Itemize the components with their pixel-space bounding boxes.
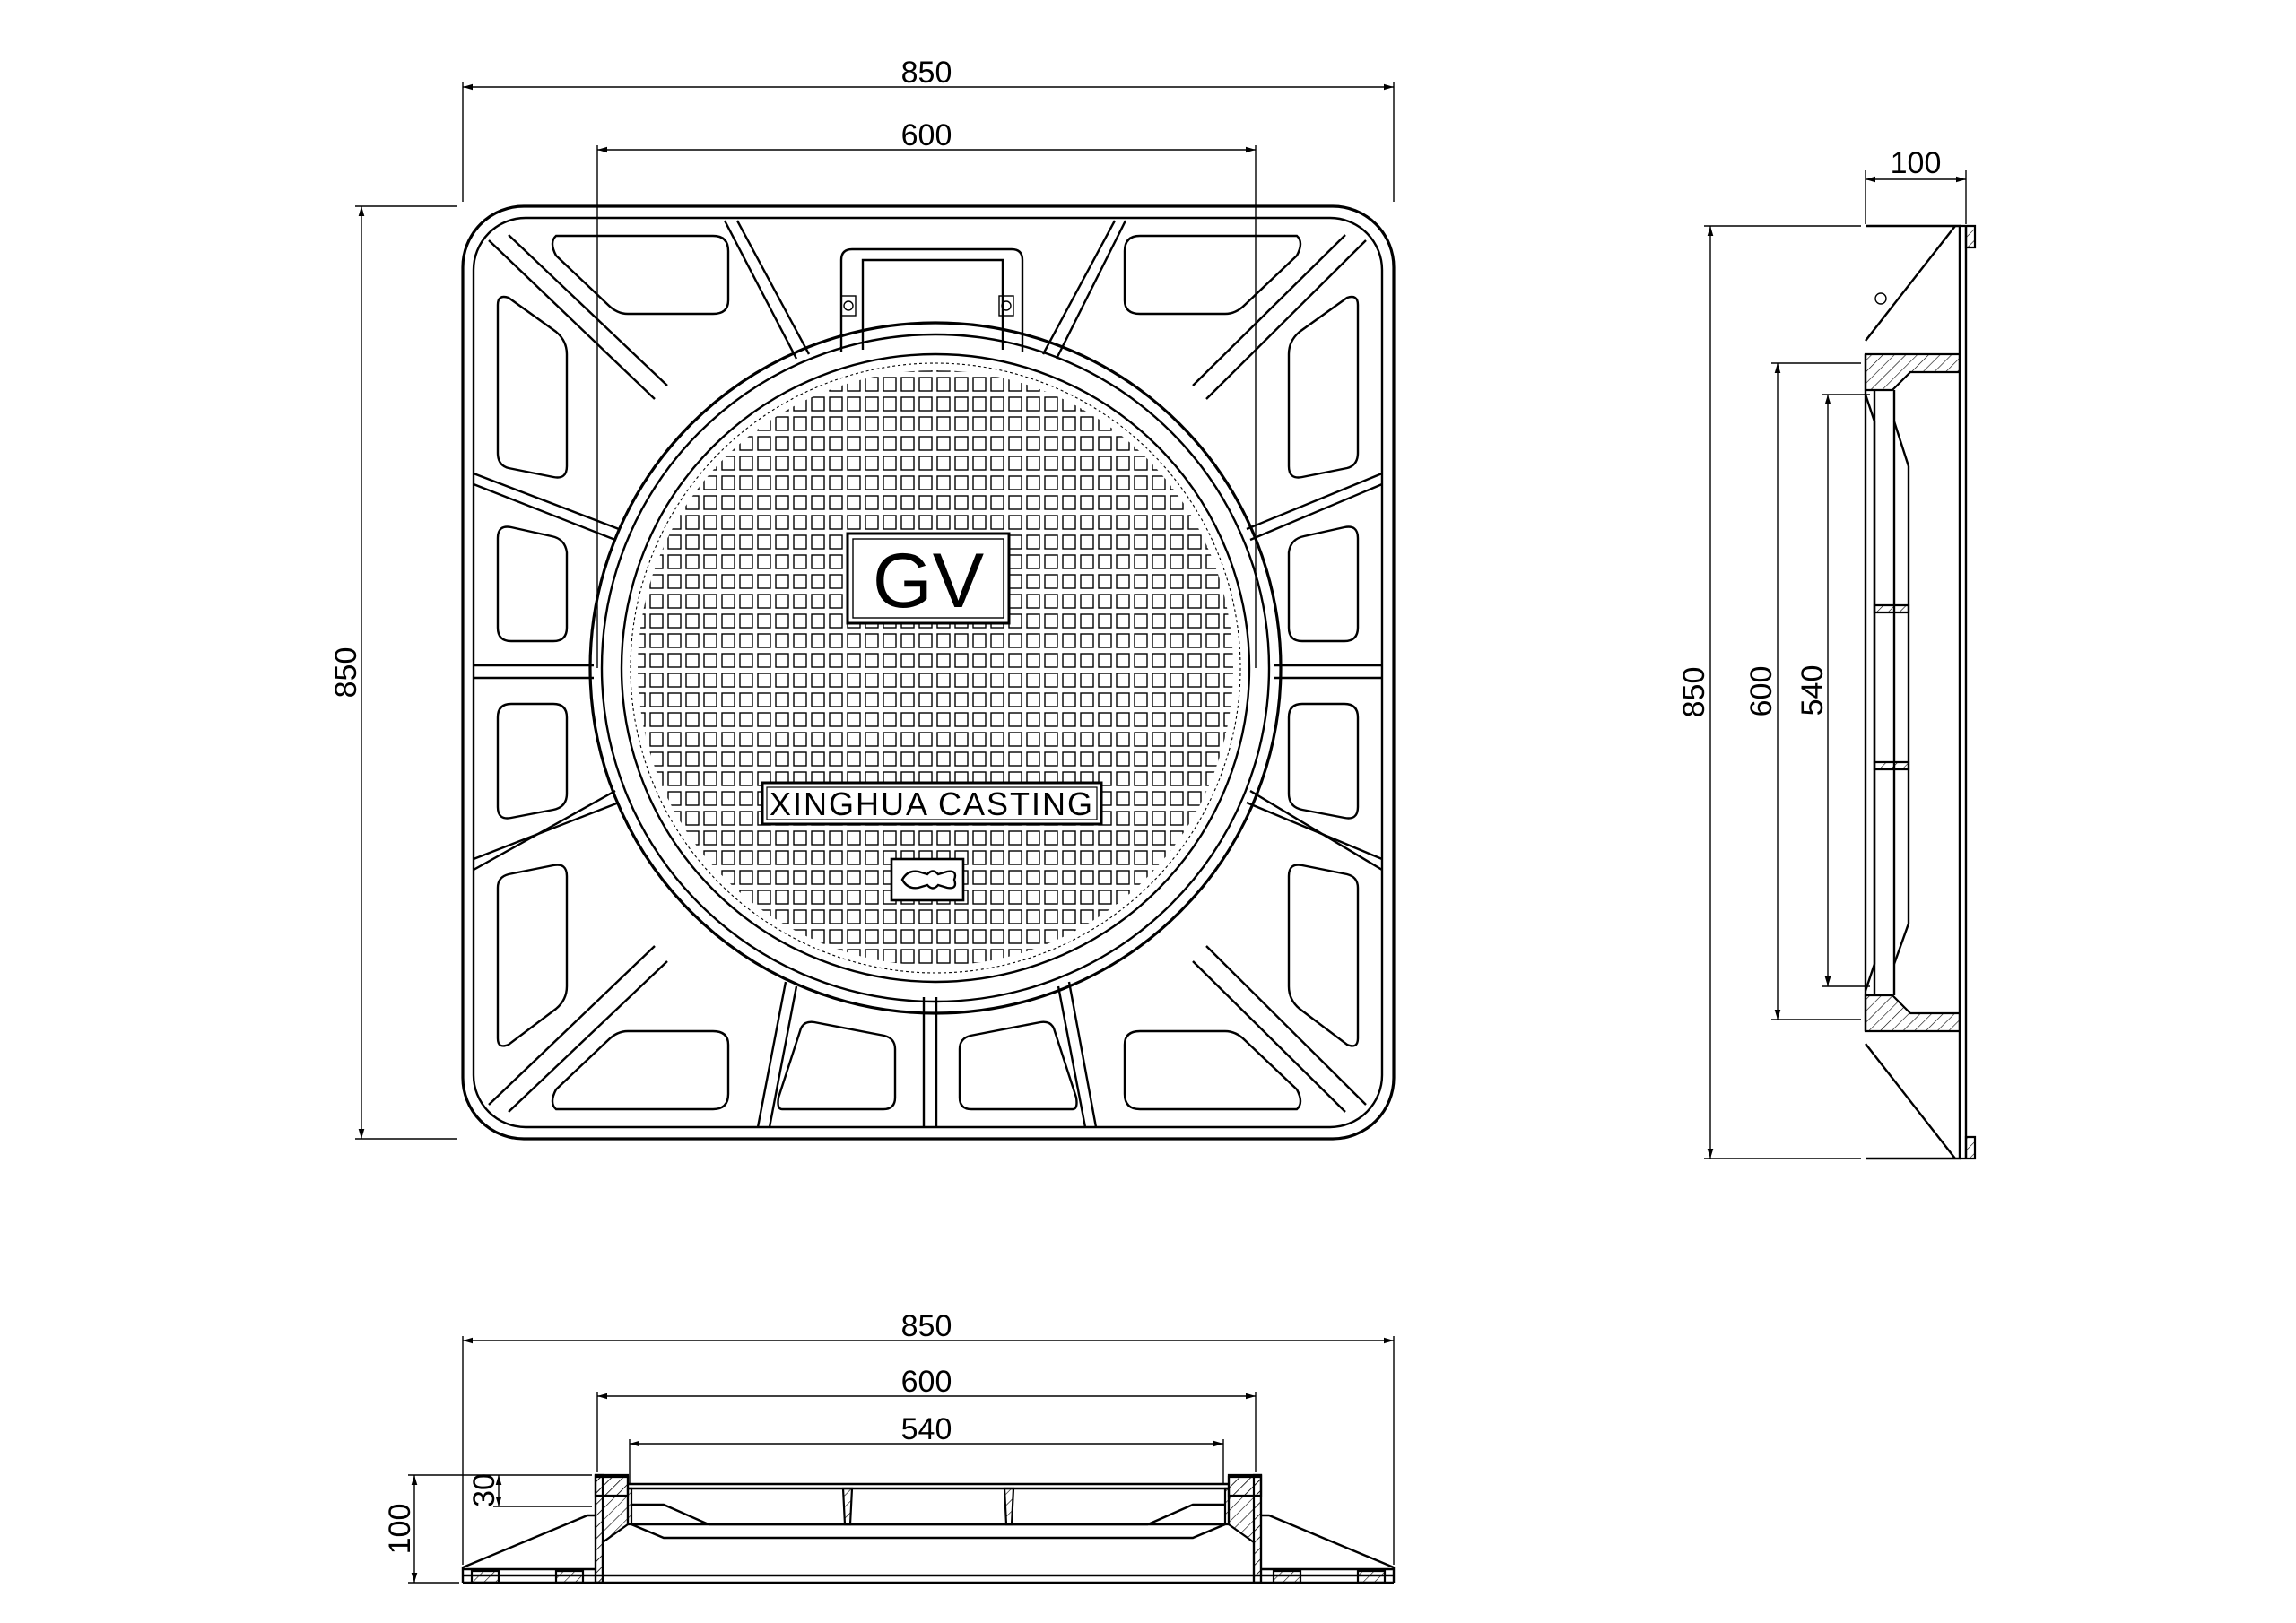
frame-ribs <box>473 220 1383 1128</box>
cover-rim <box>620 352 1251 984</box>
plan-dim-top-inner: 600 <box>596 118 1257 668</box>
side-dim-clear-opening: 540 <box>1796 394 1870 987</box>
cover-logo-box: GV <box>846 532 1011 625</box>
keyhole-icon <box>890 857 965 902</box>
svg-text:850: 850 <box>901 1309 952 1343</box>
svg-text:540: 540 <box>1796 665 1830 716</box>
svg-text:850: 850 <box>1677 667 1711 718</box>
section-dim-outer: 850 <box>462 1309 1395 1565</box>
side-view: 100 850 600 540 <box>1677 146 1977 1160</box>
svg-text:600: 600 <box>901 1365 952 1399</box>
svg-text:600: 600 <box>901 118 952 152</box>
svg-text:30: 30 <box>467 1473 501 1507</box>
frame-inner-outline <box>472 216 1384 1129</box>
side-dim-depth: 100 <box>1865 146 1967 224</box>
plan-view: GV XINGHUA CASTING 850 600 850 <box>329 56 1396 1141</box>
side-dim-frame-opening: 600 <box>1744 362 1861 1020</box>
plan-dim-left: 850 <box>329 205 457 1140</box>
bolt-icon <box>1874 292 1887 305</box>
section-dim-total-height: 100 <box>383 1474 592 1584</box>
plan-dim-top-outer: 850 <box>462 56 1395 202</box>
frame-outline <box>461 204 1396 1141</box>
cover-seat-ring <box>600 333 1271 1003</box>
cover-logo-text: GV <box>873 538 984 624</box>
section-dim-frame: 600 <box>596 1365 1257 1472</box>
cover-maker-plate: XINGHUA CASTING <box>761 781 1103 826</box>
cover-outer-ring <box>588 321 1283 1015</box>
svg-text:100: 100 <box>383 1504 417 1555</box>
svg-text:600: 600 <box>1744 666 1779 717</box>
cover-maker-text: XINGHUA CASTING <box>770 785 1094 822</box>
svg-text:540: 540 <box>901 1412 952 1446</box>
bolt-icon <box>840 295 1014 317</box>
frame-pockets <box>496 234 1360 1111</box>
side-dim-height: 850 <box>1677 225 1861 1159</box>
section-dim-lip: 30 <box>467 1473 592 1507</box>
section-dim-clear: 540 <box>629 1412 1224 1484</box>
svg-text:100: 100 <box>1891 146 1942 180</box>
svg-text:850: 850 <box>901 56 952 90</box>
hinge-tab <box>839 247 1024 352</box>
svg-text:850: 850 <box>329 647 363 699</box>
cover-rim-inner <box>630 362 1241 974</box>
section-view: 850 600 540 100 30 <box>383 1309 1396 1584</box>
